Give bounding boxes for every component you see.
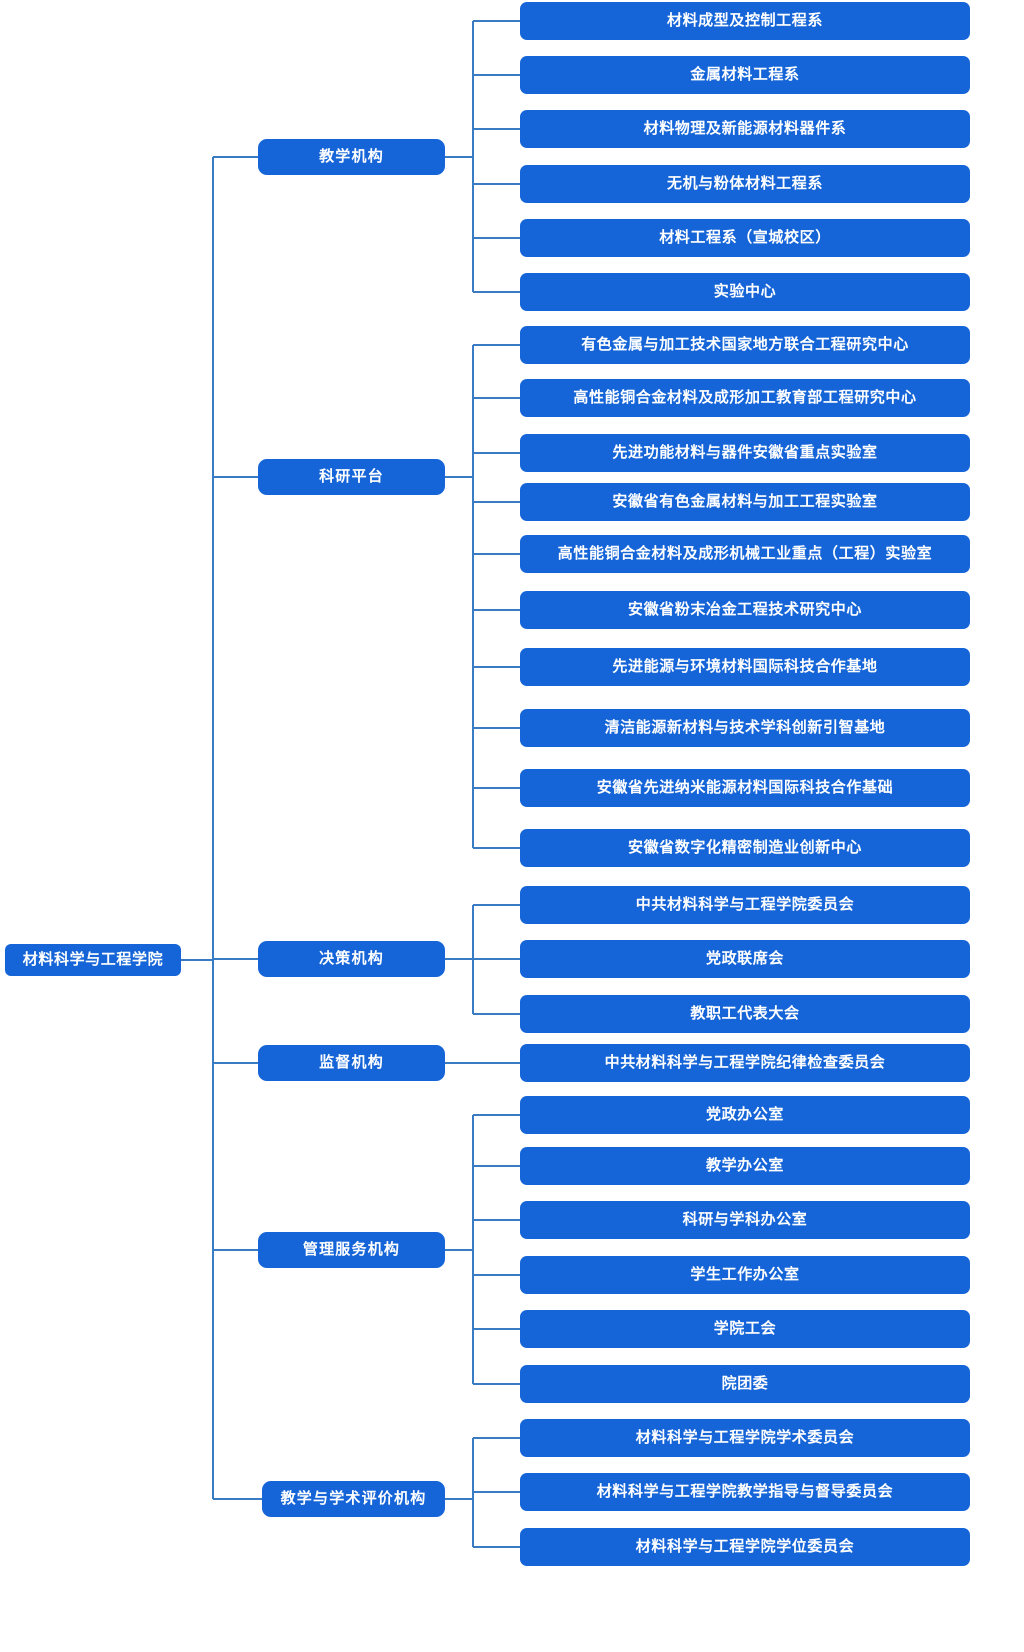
leaf-node-1-5[interactable]: 材料工程系（宣城校区）: [520, 219, 970, 257]
leaf-node-2-9[interactable]: 安徽省先进纳米能源材料国际科技合作基础: [520, 769, 970, 807]
leaf-node-5-3[interactable]: 科研与学科办公室: [520, 1201, 970, 1239]
leaf-node-1-4[interactable]: 无机与粉体材料工程系: [520, 165, 970, 203]
leaf-node-2-10[interactable]: 安徽省数字化精密制造业创新中心: [520, 829, 970, 867]
category-node-2[interactable]: 科研平台: [258, 459, 445, 495]
leaf-node-3-2[interactable]: 党政联席会: [520, 940, 970, 978]
leaf-node-5-5[interactable]: 学院工会: [520, 1310, 970, 1348]
category-node-1[interactable]: 教学机构: [258, 139, 445, 175]
leaf-node-2-4[interactable]: 安徽省有色金属材料与加工工程实验室: [520, 483, 970, 521]
category-node-6[interactable]: 教学与学术评价机构: [262, 1481, 445, 1517]
leaf-node-6-1[interactable]: 材料科学与工程学院学术委员会: [520, 1419, 970, 1457]
leaf-node-4-1[interactable]: 中共材料科学与工程学院纪律检查委员会: [520, 1044, 970, 1082]
leaf-node-1-6[interactable]: 实验中心: [520, 273, 970, 311]
category-node-3[interactable]: 决策机构: [258, 941, 445, 977]
leaf-node-2-8[interactable]: 清洁能源新材料与技术学科创新引智基地: [520, 709, 970, 747]
leaf-node-5-4[interactable]: 学生工作办公室: [520, 1256, 970, 1294]
category-node-4[interactable]: 监督机构: [258, 1045, 445, 1081]
leaf-node-2-6[interactable]: 安徽省粉末冶金工程技术研究中心: [520, 591, 970, 629]
leaf-node-2-7[interactable]: 先进能源与环境材料国际科技合作基地: [520, 648, 970, 686]
leaf-node-6-2[interactable]: 材料科学与工程学院教学指导与督导委员会: [520, 1473, 970, 1511]
leaf-node-2-5[interactable]: 高性能铜合金材料及成形机械工业重点（工程）实验室: [520, 535, 970, 573]
leaf-node-1-3[interactable]: 材料物理及新能源材料器件系: [520, 110, 970, 148]
leaf-node-2-1[interactable]: 有色金属与加工技术国家地方联合工程研究中心: [520, 326, 970, 364]
leaf-node-5-2[interactable]: 教学办公室: [520, 1147, 970, 1185]
leaf-node-2-2[interactable]: 高性能铜合金材料及成形加工教育部工程研究中心: [520, 379, 970, 417]
category-node-5[interactable]: 管理服务机构: [258, 1232, 445, 1268]
leaf-node-2-3[interactable]: 先进功能材料与器件安徽省重点实验室: [520, 434, 970, 472]
leaf-node-1-2[interactable]: 金属材料工程系: [520, 56, 970, 94]
leaf-node-6-3[interactable]: 材料科学与工程学院学位委员会: [520, 1528, 970, 1566]
leaf-node-5-6[interactable]: 院团委: [520, 1365, 970, 1403]
leaf-node-3-3[interactable]: 教职工代表大会: [520, 995, 970, 1033]
leaf-node-1-1[interactable]: 材料成型及控制工程系: [520, 2, 970, 40]
leaf-node-5-1[interactable]: 党政办公室: [520, 1096, 970, 1134]
leaf-node-3-1[interactable]: 中共材料科学与工程学院委员会: [520, 886, 970, 924]
root-node[interactable]: 材料科学与工程学院: [5, 944, 181, 976]
